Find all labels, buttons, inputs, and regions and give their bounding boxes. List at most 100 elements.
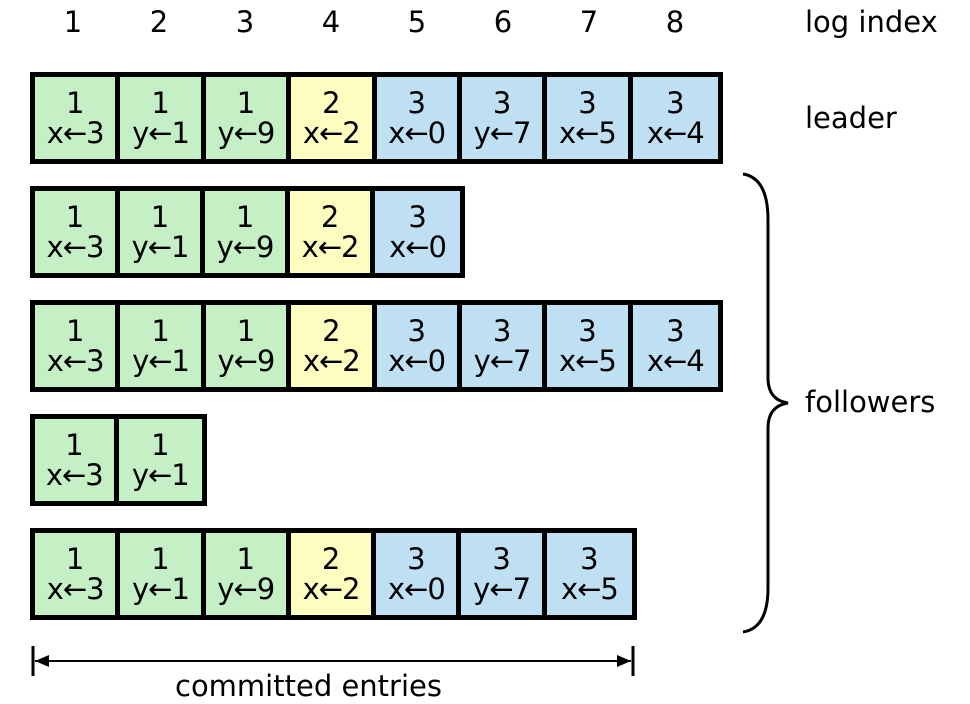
entry-command: y←1 (132, 344, 190, 378)
entry-command: x←4 (646, 344, 705, 378)
entry-term: 1 (65, 428, 84, 462)
entry-command: y←9 (217, 344, 275, 378)
entry-command: x←4 (646, 116, 705, 150)
entry-term: 1 (150, 200, 170, 234)
entry-term: 1 (236, 314, 256, 348)
entry-command: x←0 (389, 230, 447, 264)
entry-term: 3 (407, 542, 426, 576)
entry-command: y←9 (217, 572, 275, 606)
log-index-7: 7 (579, 5, 599, 39)
entry-term: 2 (320, 200, 340, 234)
entry-command: x←3 (46, 344, 105, 378)
entry-term: 3 (666, 314, 685, 348)
entry-command: y←9 (217, 116, 275, 150)
log-index-1: 1 (63, 5, 83, 39)
entry-term: 2 (321, 542, 341, 576)
entry-command: x←2 (302, 116, 361, 150)
entry-term: 1 (151, 86, 170, 120)
entry-command: y←1 (132, 116, 190, 150)
entry-command: y←9 (216, 230, 275, 264)
entry-term: 3 (580, 542, 599, 576)
entry-term: 1 (235, 200, 255, 234)
leader-label: leader (805, 101, 897, 135)
entry-command: x←0 (388, 344, 446, 378)
entry-term: 3 (578, 314, 597, 348)
entry-command: x←3 (46, 572, 105, 606)
entry-term: 3 (666, 86, 685, 120)
entry-term: 2 (322, 314, 341, 348)
entry-command: y←7 (473, 344, 532, 378)
followers-brace (742, 172, 789, 634)
entry-command: x←0 (388, 116, 446, 150)
log-index-6: 6 (493, 5, 513, 39)
entry-command: x←3 (45, 458, 104, 492)
entry-term: 1 (236, 542, 255, 576)
entry-term: 3 (492, 86, 512, 120)
entry-command: y←1 (131, 572, 190, 606)
entry-term: 3 (407, 314, 426, 348)
entry-term: 3 (492, 314, 512, 348)
entry-command: x←2 (302, 344, 361, 378)
entry-term: 3 (578, 86, 597, 120)
entry-command: x←2 (302, 572, 361, 606)
log-index-3: 3 (235, 5, 255, 39)
committed-entries-arrow (31, 646, 635, 676)
log-index-5: 5 (407, 5, 427, 39)
entry-term: 3 (408, 200, 427, 234)
log-index-label: log index (805, 5, 938, 39)
followers-label: followers (805, 385, 936, 419)
log-index-8: 8 (665, 5, 685, 39)
entry-term: 1 (151, 314, 170, 348)
log-index-4: 4 (321, 5, 341, 39)
entry-command: x←3 (46, 116, 105, 150)
entry-term: 1 (65, 200, 85, 234)
entry-command: y←1 (131, 458, 190, 492)
entry-command: y←7 (473, 116, 532, 150)
log-index-2: 2 (149, 5, 169, 39)
entry-command: x←5 (560, 572, 619, 606)
entry-term: 2 (322, 86, 341, 120)
entry-command: x←5 (558, 116, 617, 150)
entry-command: x←2 (301, 230, 360, 264)
entry-command: y←1 (131, 230, 190, 264)
entry-command: y←7 (473, 572, 531, 606)
entry-command: x←3 (46, 230, 105, 264)
entry-command: x←0 (387, 572, 446, 606)
entry-term: 1 (151, 542, 170, 576)
entry-term: 1 (151, 428, 170, 462)
entry-term: 1 (65, 314, 85, 348)
entry-term: 3 (492, 542, 511, 576)
committed-entries-label: committed entries (175, 669, 442, 703)
